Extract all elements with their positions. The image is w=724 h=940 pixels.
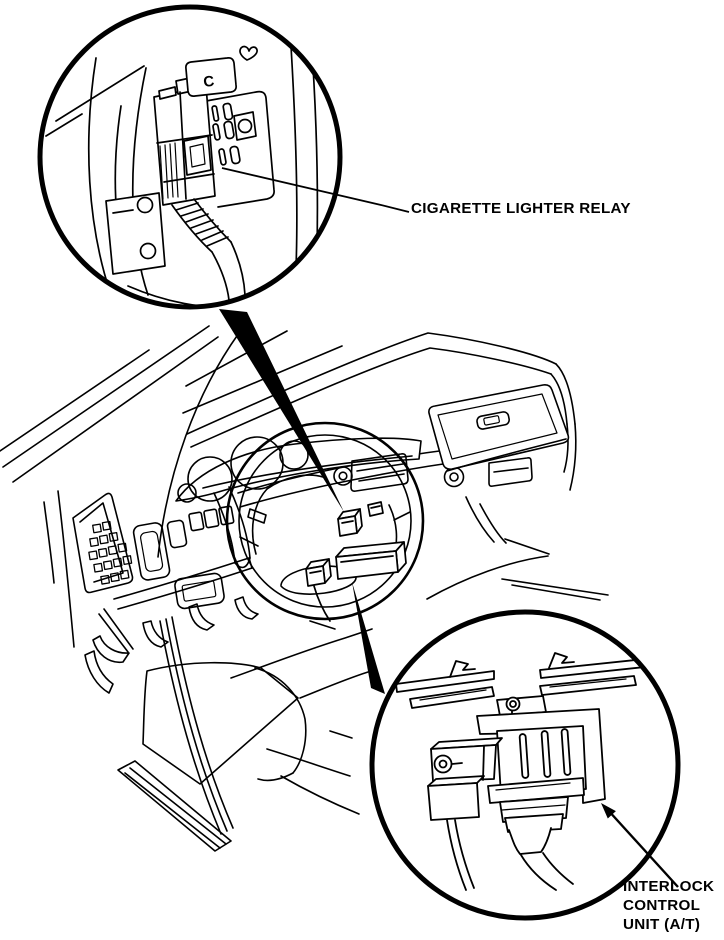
interlock-arrow [601, 803, 679, 888]
bracket-tab-detail [185, 57, 237, 97]
bracket-arm-detail [427, 737, 503, 821]
fuse-box-detail [205, 90, 275, 208]
pedal [188, 603, 215, 631]
connector-wires-detail [446, 796, 574, 891]
door-sill [43, 490, 234, 852]
fuse-grid [88, 520, 133, 585]
hood-release-lever [92, 635, 130, 664]
car-interior-drawing [0, 325, 609, 852]
bottom-callout [369, 609, 681, 921]
mount-plate-detail [105, 192, 166, 275]
turn-signal-stalk [247, 508, 267, 524]
interlock-label-line3: UNIT (A/T) [623, 916, 700, 933]
column-components [305, 501, 407, 622]
wire-harness-detail [171, 198, 246, 301]
bracket-letter-c: C [202, 73, 215, 91]
instrument-cluster [175, 436, 422, 503]
interlock-label-line1: INTERLOCK [623, 878, 714, 895]
glove-box [426, 384, 609, 601]
zoom-wedge-bottom [352, 582, 385, 694]
relay-detail-drawing [45, 35, 319, 305]
door-pull [84, 650, 114, 694]
steering-wheel [225, 421, 425, 621]
zoom-wedge-top [219, 309, 344, 512]
heart-cutout-detail [239, 45, 258, 61]
dashboard-top [186, 332, 577, 491]
top-callout: C [37, 4, 343, 310]
gauge-circle [187, 456, 233, 502]
interlock-detail-drawing [395, 652, 646, 891]
glove-box-latch [476, 411, 510, 430]
left-switch-panel [72, 492, 235, 610]
dash-bottom-edge [113, 557, 253, 610]
cigarette-lighter-relay-label: CIGARETTE LIGHTER RELAY [411, 200, 631, 217]
pedal [142, 620, 169, 648]
pedal [234, 596, 259, 620]
interlock-label-line2: CONTROL [623, 897, 700, 914]
mounting-bolt-detail [496, 695, 547, 718]
seat-floor [142, 620, 373, 815]
arrowhead-icon [601, 803, 616, 819]
relay-leader-line [221, 167, 410, 213]
